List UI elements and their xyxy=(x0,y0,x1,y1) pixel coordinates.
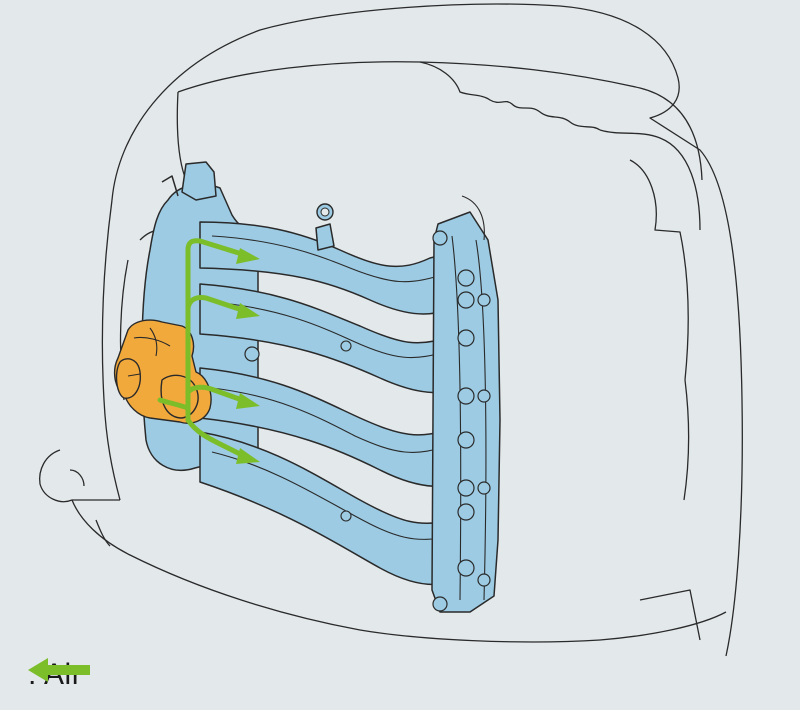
intake-manifold xyxy=(141,161,501,613)
flange-bolts xyxy=(432,230,491,612)
airflow-paths xyxy=(157,238,245,458)
air-arrow-2-icon xyxy=(236,303,260,319)
legend: : Air xyxy=(28,658,90,692)
sensor-connector xyxy=(181,161,217,201)
arrow-left-icon xyxy=(28,658,90,682)
air-arrow-4-icon xyxy=(236,448,260,464)
air-arrow-1-icon xyxy=(236,248,260,264)
airflow-arrowheads xyxy=(236,248,260,464)
air-arrow-3-icon xyxy=(236,393,260,409)
engine-cowling xyxy=(39,3,743,657)
lifting-eye xyxy=(315,223,335,251)
